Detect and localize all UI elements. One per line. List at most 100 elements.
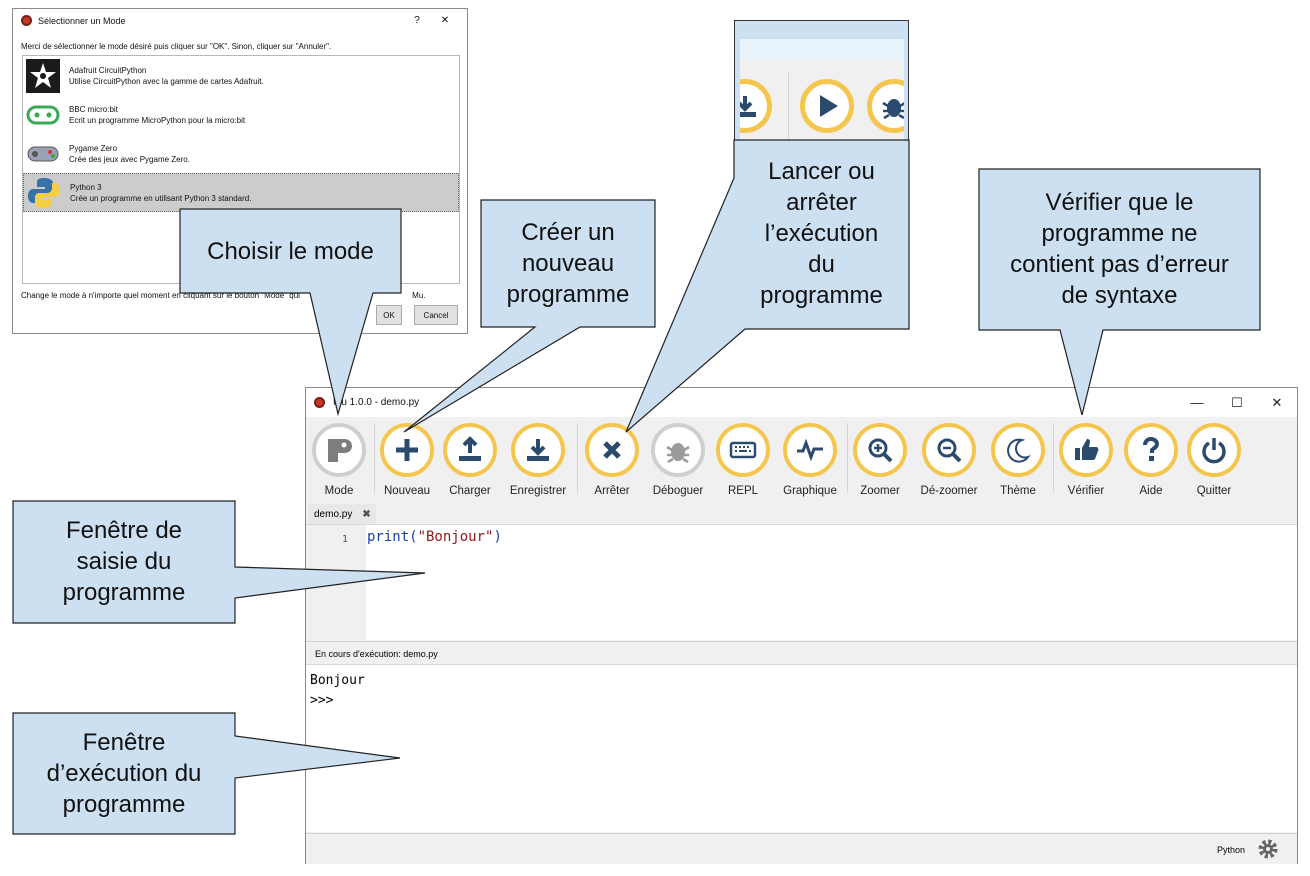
callout-editor: Fenêtre de saisie du programme [13,515,235,608]
output-pane[interactable]: Bonjour >>> [306,664,1297,832]
callout-line: Créer un [521,219,615,246]
stop-x-icon [603,441,621,459]
mu-logo-icon [314,397,325,408]
download-icon [740,96,756,117]
callout-line: d’exécution du [46,760,202,787]
debug-button[interactable]: Déboguer [643,423,713,497]
callout-line: programme [62,791,186,818]
new-label: Nouveau [383,485,431,497]
mode-description: Ecrit un programme MicroPython pour la m… [69,115,246,125]
callout-check: Vérifier que le programme ne contient pa… [979,187,1260,311]
toolbar: Mode Nouveau Charger Enregistrer A [306,417,1297,502]
callout-mode: Choisir le mode [180,236,401,267]
output-line: Bonjour [310,673,365,688]
zoom-in-button[interactable]: Zoomer [845,423,915,497]
callout-line: programme [62,579,186,606]
current-mode-label: Python [1216,845,1245,855]
callout-line: Fenêtre [82,729,166,756]
inset-label-debug: Débogu [868,138,904,152]
dialog-title: Sélectionner un Mode [38,15,126,26]
maximize-button[interactable]: ☐ [1231,394,1243,410]
callout-output: Fenêtre d’exécution du programme [13,727,235,820]
callout-line: de syntaxe [1061,282,1178,309]
callout-new: Créer un nouveau programme [481,217,655,310]
mode-name: Python 3 [70,182,102,192]
mu-editor-window: Mu 1.0.0 - demo.py — ☐ ✕ Mode Nouveau Ch… [305,387,1298,864]
dialog-instruction: Merci de sélectionner le mode désiré pui… [21,42,332,51]
dialog-titlebar: Sélectionner un Mode ? ✕ [13,9,467,32]
plotter-button[interactable]: Graphique [775,423,845,497]
callout-line: l’exécution [764,220,879,247]
callout-line: nouveau [521,250,615,277]
mode-item-circuitpython[interactable]: Adafruit CircuitPython Utilise CircuitPy… [23,56,459,95]
check-button[interactable]: Vérifier [1051,423,1121,497]
microbit-icon [26,98,60,132]
plotter-label: Graphique [783,485,837,497]
mode-item-microbit[interactable]: BBC micro:bit Ecrit un programme MicroPy… [23,95,459,134]
theme-label: Thème [1000,485,1036,497]
repl-button[interactable]: REPL [708,423,778,497]
stop-label: Arrêter [594,485,630,497]
tab-label: demo.py [314,508,353,520]
close-button[interactable]: ✕ [1271,394,1283,410]
power-icon [1202,438,1226,464]
tab-bar: demo.py ✖ [306,502,1297,524]
dialog-close-button[interactable]: ✕ [440,15,450,26]
play-icon [820,95,838,117]
mode-button[interactable]: Mode [304,423,374,497]
pulse-icon [797,438,823,462]
footnote-text-end: Mu. [412,291,426,300]
cancel-button[interactable]: Cancel [414,305,458,325]
line-number-gutter [306,525,366,640]
debug-label: Déboguer [652,485,704,497]
ok-button[interactable]: OK [376,305,402,325]
mu-logo-icon [21,15,32,26]
tab-close-icon[interactable]: ✖ [362,508,371,520]
bug-icon [666,443,690,464]
quit-label: Quitter [1196,485,1232,497]
new-button[interactable]: Nouveau [372,423,442,497]
upload-icon [459,436,481,461]
line-number: 1 [342,534,349,545]
theme-button[interactable]: Thème [983,423,1053,497]
output-prompt: >>> [310,693,334,708]
mode-description: Crée un programme en utilisant Python 3 … [70,193,252,203]
dialog-footnote: Change le mode à n'importe quel moment e… [21,291,426,300]
run-status-bar: En cours d'exécution: demo.py [306,641,1297,663]
mode-label: Mode [324,485,354,497]
callout-run: Lancer ou arrêter l’exécution du program… [734,156,909,311]
callout-line: Lancer ou [768,158,875,185]
stop-button[interactable]: Arrêter [577,423,647,497]
adafruit-star-icon [26,58,60,93]
mode-icon [328,439,352,462]
mode-name: Adafruit CircuitPython [69,65,147,75]
footnote-text: Change le mode à n'importe quel moment e… [21,291,300,300]
help-button[interactable]: Aide [1116,423,1186,497]
callout-line: programme [506,281,630,308]
gamepad-icon [26,137,60,171]
check-label: Vérifier [1067,485,1105,497]
code-function: print( [367,529,418,545]
inset-debug-button [867,79,904,133]
zoom-out-button[interactable]: Dé-zoomer [914,423,984,497]
callout-line: saisie du [76,548,172,575]
load-button[interactable]: Charger [435,423,505,497]
gear-icon[interactable] [1257,838,1279,865]
window-titlebar: Mu 1.0.0 - demo.py — ☐ ✕ [306,388,1297,417]
code-line[interactable]: print("Bonjour") [367,529,502,545]
dialog-help-button[interactable]: ? [414,15,420,26]
bug-icon [882,99,904,120]
code-string: "Bonjour" [417,529,494,545]
save-button[interactable]: Enregistrer [503,423,573,497]
code-editor[interactable]: 1 print("Bonjour") [306,524,1297,640]
zoom-in-label: Zoomer [860,485,900,497]
mode-item-python3[interactable]: Python 3 Crée un programme en utilisant … [23,173,459,212]
mode-item-pygame-zero[interactable]: Pygame Zero Crée des jeux avec Pygame Ze… [23,134,459,173]
question-icon [1143,436,1160,461]
quit-button[interactable]: Quitter [1179,423,1249,497]
tab-demo-py[interactable]: demo.py ✖ [308,504,376,524]
keyboard-icon [729,441,757,459]
mode-name: BBC micro:bit [69,104,118,114]
zoom-in-icon [868,438,893,463]
minimize-button[interactable]: — [1190,395,1204,410]
